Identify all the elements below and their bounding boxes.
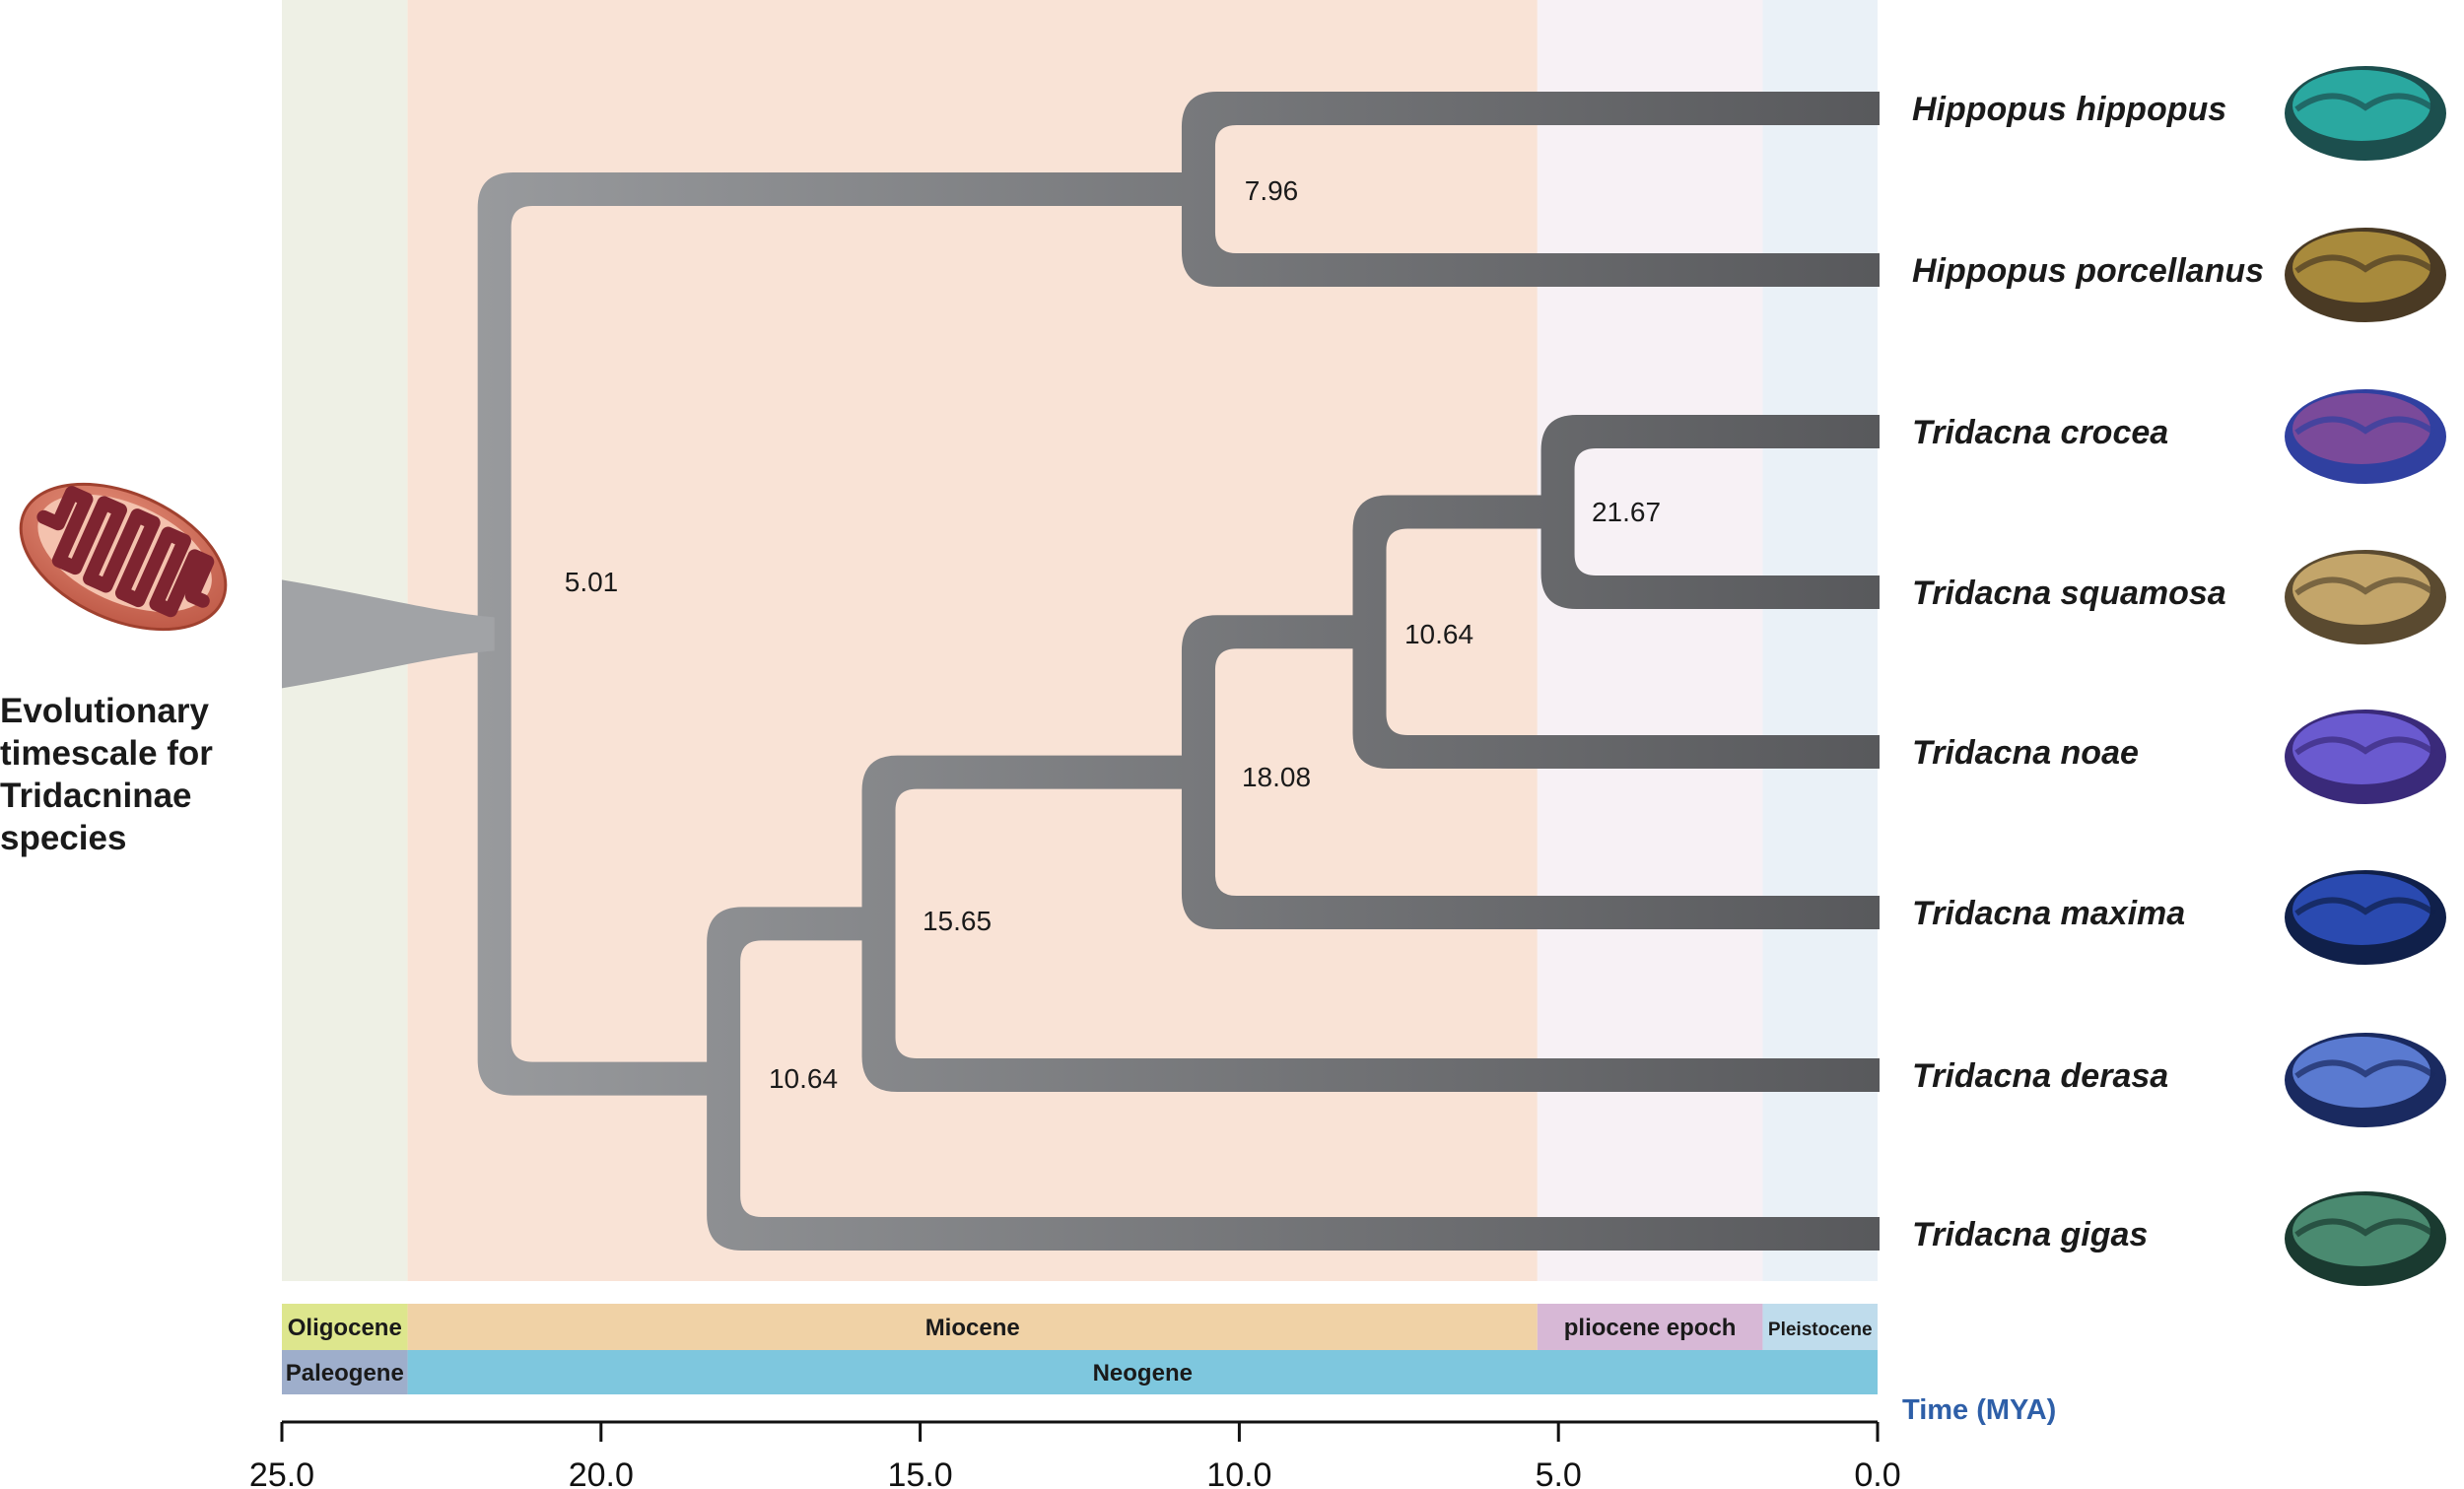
tree-branch: [1352, 495, 1880, 769]
node-age-label: 10.64: [1404, 619, 1473, 649]
period-bar: [282, 1350, 408, 1394]
clam-tridacna-crocea-icon: [2285, 389, 2446, 484]
axis-tick-label: 5.0: [1536, 1456, 1582, 1489]
node-age-label: 7.96: [1245, 175, 1299, 206]
period-bar-row: Paleogene Neogene: [282, 1350, 1879, 1394]
epoch-bar: [282, 1304, 408, 1350]
species-label: Tridacna derasa: [1912, 1057, 2168, 1095]
epoch-bar: [1762, 1304, 1878, 1350]
epoch-bar-label: Miocene: [925, 1315, 1020, 1341]
figure-title: Evolutionary timescale for Tridacninae s…: [0, 692, 213, 857]
clam-tridacna-gigas-icon: [2285, 1191, 2446, 1286]
epoch-bar-label: pliocene epoch: [1564, 1315, 1737, 1341]
species-label: Tridacna squamosa: [1912, 575, 2226, 612]
axis-title: Time (MYA): [1902, 1394, 2056, 1426]
axis-tick-label: 10.0: [1206, 1456, 1271, 1489]
node-age-label: 21.67: [1592, 497, 1661, 527]
period-bar: [407, 1350, 1879, 1394]
clam-hippopus-hippopus-icon: [2285, 66, 2446, 161]
clam-tridacna-squamosa-icon: [2285, 550, 2446, 644]
species-label: Tridacna gigas: [1912, 1216, 2148, 1253]
species-label: Hippopus porcellanus: [1912, 252, 2264, 290]
clam-tridacna-maxima-icon: [2285, 870, 2446, 965]
node-age-label: 18.08: [1242, 762, 1311, 792]
tree-branch: [1540, 415, 1880, 609]
epoch-bar: [407, 1304, 1538, 1350]
root-stem: [282, 579, 495, 689]
axis-tick-label: 20.0: [569, 1456, 634, 1489]
period-bar-label: Paleogene: [286, 1360, 404, 1387]
phylogenetic-tree: [282, 92, 1881, 1251]
species-label: Tridacna crocea: [1912, 414, 2168, 451]
node-age-label: 5.01: [565, 567, 619, 597]
node-age-labels: 5.01 7.96 10.64 15.65 18.08 10.64 21.67: [565, 175, 1661, 1094]
clam-hippopus-porcellanus-icon: [2285, 228, 2446, 322]
node-age-label: 15.65: [923, 906, 992, 936]
epoch-bar-row: Oligocene Miocene pliocene epoch Pleistocen…: [282, 1304, 1878, 1350]
period-bar-label: Neogene: [1093, 1360, 1193, 1387]
species-label: Tridacna maxima: [1912, 895, 2185, 932]
axis-tick-label: 0.0: [1854, 1456, 1900, 1489]
mitochondrion-icon: [19, 482, 228, 632]
axis-tick-label: 15.0: [888, 1456, 953, 1489]
clam-tridacna-noae-icon: [2285, 710, 2446, 804]
axis-tick-label: 25.0: [249, 1456, 314, 1489]
time-axis: Time (MYA) 25.0 20.0 15.0 10.0 5.0 0.0: [249, 1394, 2056, 1489]
species-label: Tridacna noae: [1912, 734, 2139, 772]
clam-tridacna-derasa-icon: [2285, 1033, 2446, 1127]
node-age-label: 10.64: [769, 1063, 838, 1094]
epoch-bar: [1537, 1304, 1763, 1350]
species-label: Hippopus hippopus: [1912, 91, 2226, 128]
tree-branch: [1181, 615, 1880, 929]
epoch-bar-label: Oligocene: [288, 1315, 402, 1341]
tree-branch: [1181, 92, 1880, 287]
epoch-bar-label: Pleistocene: [1768, 1320, 1873, 1340]
